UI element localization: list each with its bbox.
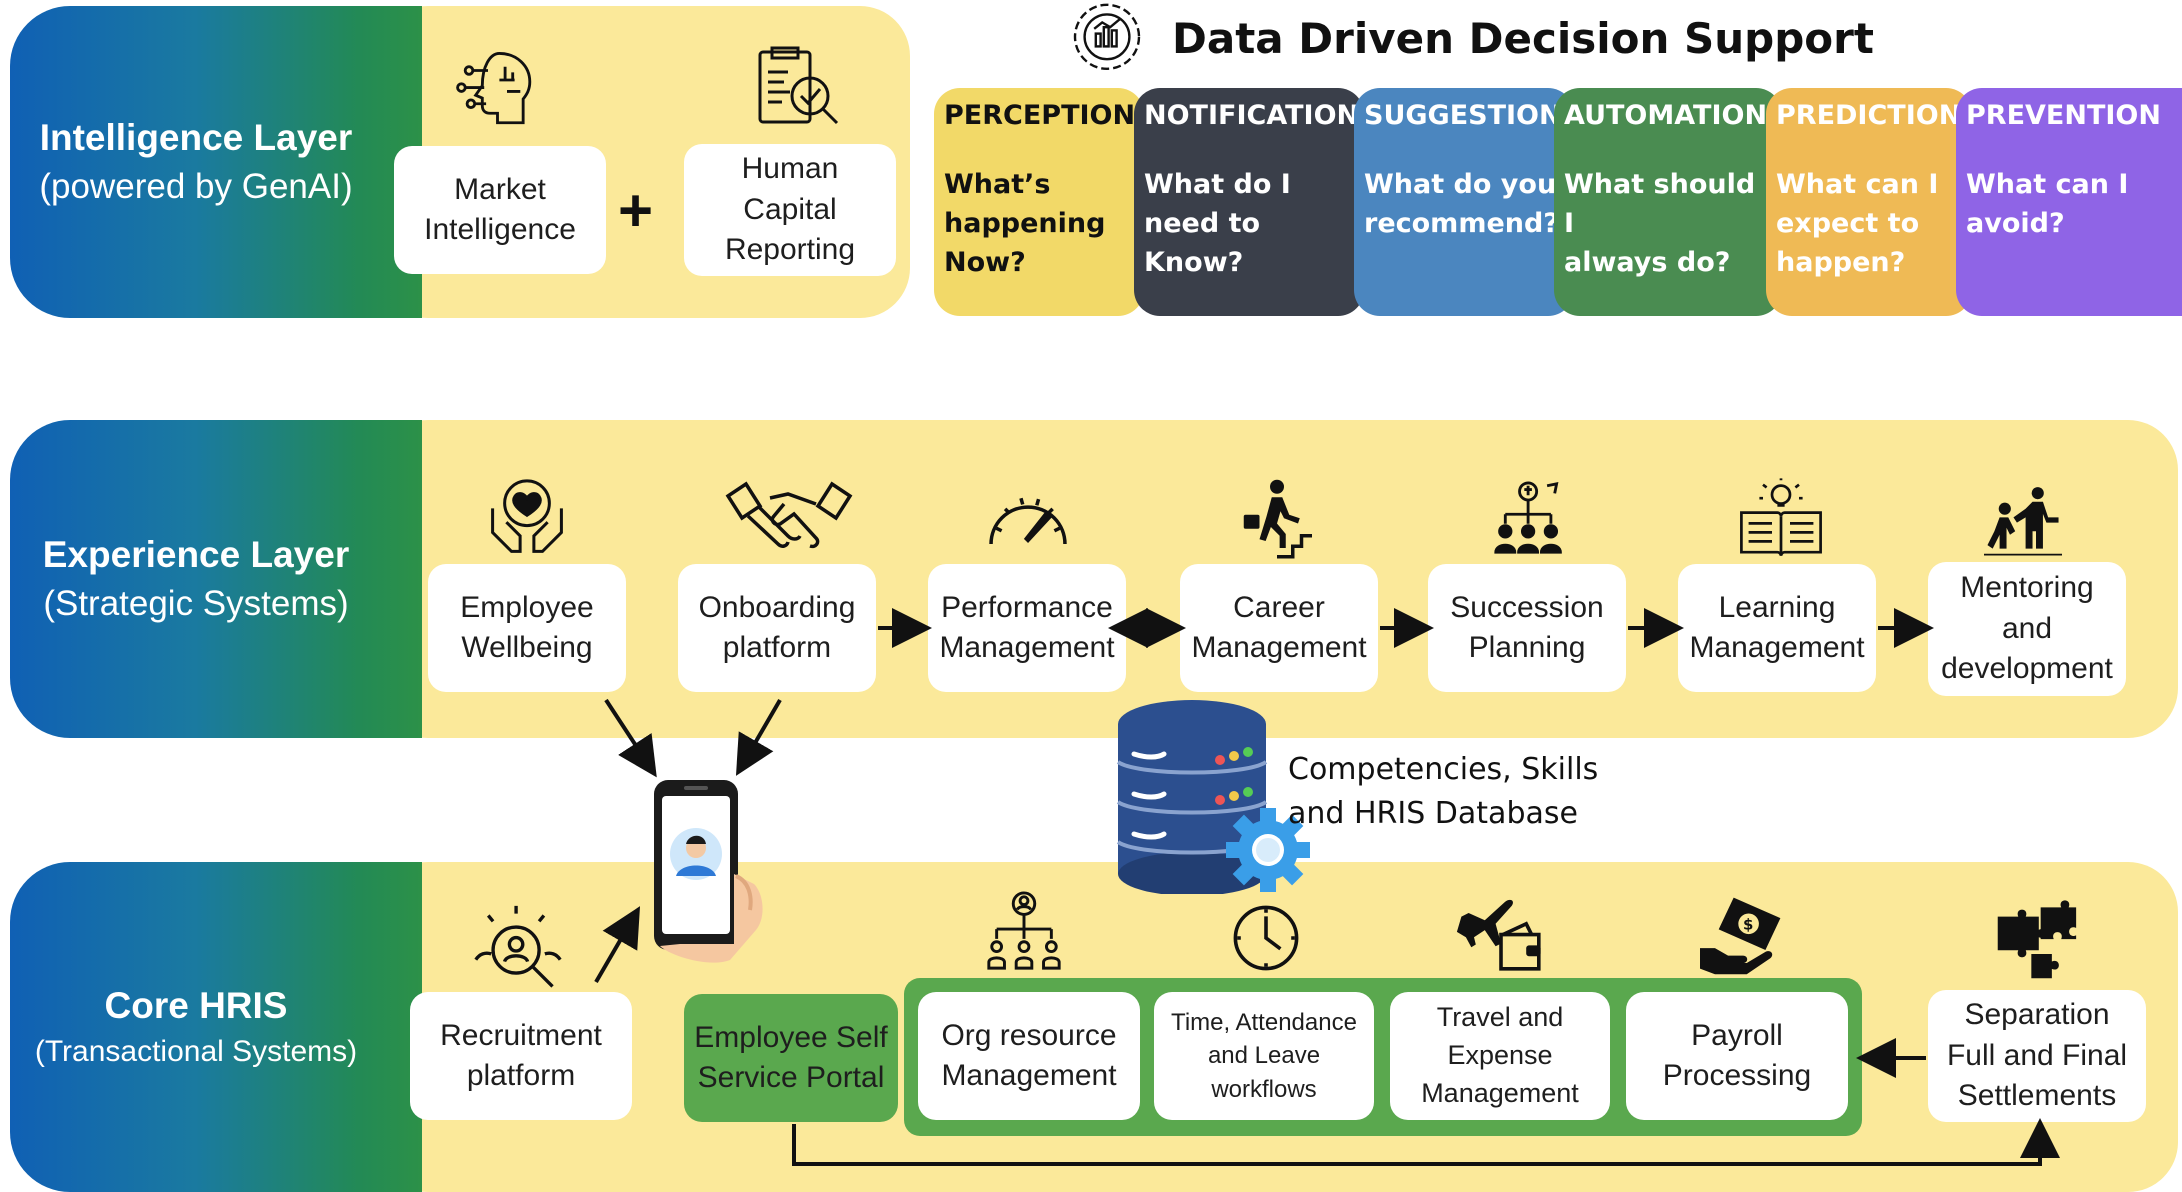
ai-head-icon: [456, 51, 532, 125]
travel-wallet-icon: [1456, 899, 1541, 971]
mobile-phone-hand-icon: [654, 780, 763, 963]
dd-perception: PERCEPTION What’s happening Now?: [934, 88, 1144, 316]
market-intelligence-card: Market Intelligence: [394, 146, 606, 274]
succession-planning-card: Succession Planning: [1428, 564, 1626, 692]
stairs-climber-icon: [1243, 479, 1312, 559]
dd-notification-question: What do I need to Know?: [1144, 169, 1291, 279]
dd-automation-heading: AUTOMATION: [1564, 100, 1768, 131]
intelligence-layer-subtitle: (powered by GenAI): [39, 167, 353, 206]
career-management-card: Career Management: [1180, 564, 1378, 692]
travel-expense-management-card: Travel and Expense Management: [1390, 992, 1610, 1120]
heart-hands-icon: [491, 479, 563, 553]
dd-suggestion-heading: SUGGESTION: [1364, 100, 1562, 131]
data-gear-icon: [1073, 3, 1141, 70]
speedometer-icon: [989, 497, 1067, 545]
experience-layer-subtitle: (Strategic Systems): [43, 584, 349, 623]
performance-management-card: Performance Management: [928, 564, 1126, 692]
time-attendance-leave-card: Time, Attendance and Leave workflows: [1154, 992, 1374, 1120]
book-lightbulb-icon: [1740, 478, 1822, 556]
clock-icon: [1233, 905, 1299, 971]
core-layer-subtitle: (Transactional Systems): [34, 1035, 358, 1068]
dd-prevention-heading: PREVENTION: [1966, 100, 2161, 131]
handshake-icon: [725, 481, 853, 549]
onboarding-platform-card: Onboarding platform: [678, 564, 876, 692]
plus-sign: +: [618, 177, 654, 244]
core-layer-title: Core HRIS: [104, 985, 288, 1026]
intelligence-layer-label: Intelligence Layer (powered by GenAI): [10, 6, 422, 318]
dd-suggestion: SUGGESTION What do you recommend?: [1354, 88, 1574, 316]
database-server-icon: [1116, 700, 1310, 894]
core-layer-label: Core HRIS (Transactional Systems): [10, 862, 422, 1192]
org-resource-management-card: Org resource Management: [918, 992, 1140, 1120]
dd-automation-question: What should I always do?: [1564, 169, 1756, 279]
hierarchy-person-icon: [1494, 481, 1562, 554]
recruitment-search-icon: [474, 905, 562, 988]
decision-support-title: Data Driven Decision Support: [1172, 14, 1874, 63]
employee-self-service-portal-card: Employee Self Service Portal: [684, 994, 898, 1122]
dd-perception-heading: PERCEPTION: [944, 100, 1136, 131]
employee-wellbeing-card: Employee Wellbeing: [428, 564, 626, 692]
dd-notification: NOTIFICATION What do I need to Know?: [1134, 88, 1364, 316]
dd-suggestion-question: What do you recommend?: [1364, 169, 1559, 240]
svg-text:$: $: [1743, 915, 1753, 933]
puzzle-pieces-icon: [1997, 900, 2077, 979]
experience-layer-label: Experience Layer (Strategic Systems): [10, 420, 422, 738]
learning-management-card: Learning Management: [1678, 564, 1876, 692]
separation-settlements-card: Separation Full and Final Settlements: [1928, 990, 2146, 1122]
dd-automation: AUTOMATION What should I always do?: [1554, 88, 1782, 316]
payroll-processing-card: Payroll Processing: [1626, 992, 1848, 1120]
dd-perception-question: What’s happening Now?: [944, 169, 1106, 279]
intelligence-layer-title: Intelligence Layer: [39, 117, 353, 158]
mentoring-development-card: Mentoring and development: [1928, 562, 2126, 696]
dd-prediction-question: What can I expect to happen?: [1776, 169, 1939, 279]
mentoring-climb-icon: [1984, 487, 2062, 556]
recruitment-platform-card: Recruitment platform: [410, 992, 632, 1120]
org-chart-icon: [987, 891, 1061, 970]
database-label: Competencies, Skills and HRIS Database: [1288, 752, 1599, 831]
money-hand-icon: $: [1700, 897, 1781, 975]
experience-layer-title: Experience Layer: [42, 534, 350, 575]
dd-notification-heading: NOTIFICATION: [1144, 100, 1360, 131]
report-search-icon: [758, 46, 839, 125]
dd-prevention-question: What can I avoid?: [1966, 169, 2129, 240]
dd-prediction-heading: PREDICTION: [1776, 100, 1962, 131]
dd-prevention: PREVENTION What can I avoid?: [1956, 88, 2182, 316]
human-capital-reporting-card: Human Capital Reporting: [684, 144, 896, 276]
dd-prediction: PREDICTION What can I expect to happen?: [1766, 88, 1972, 316]
